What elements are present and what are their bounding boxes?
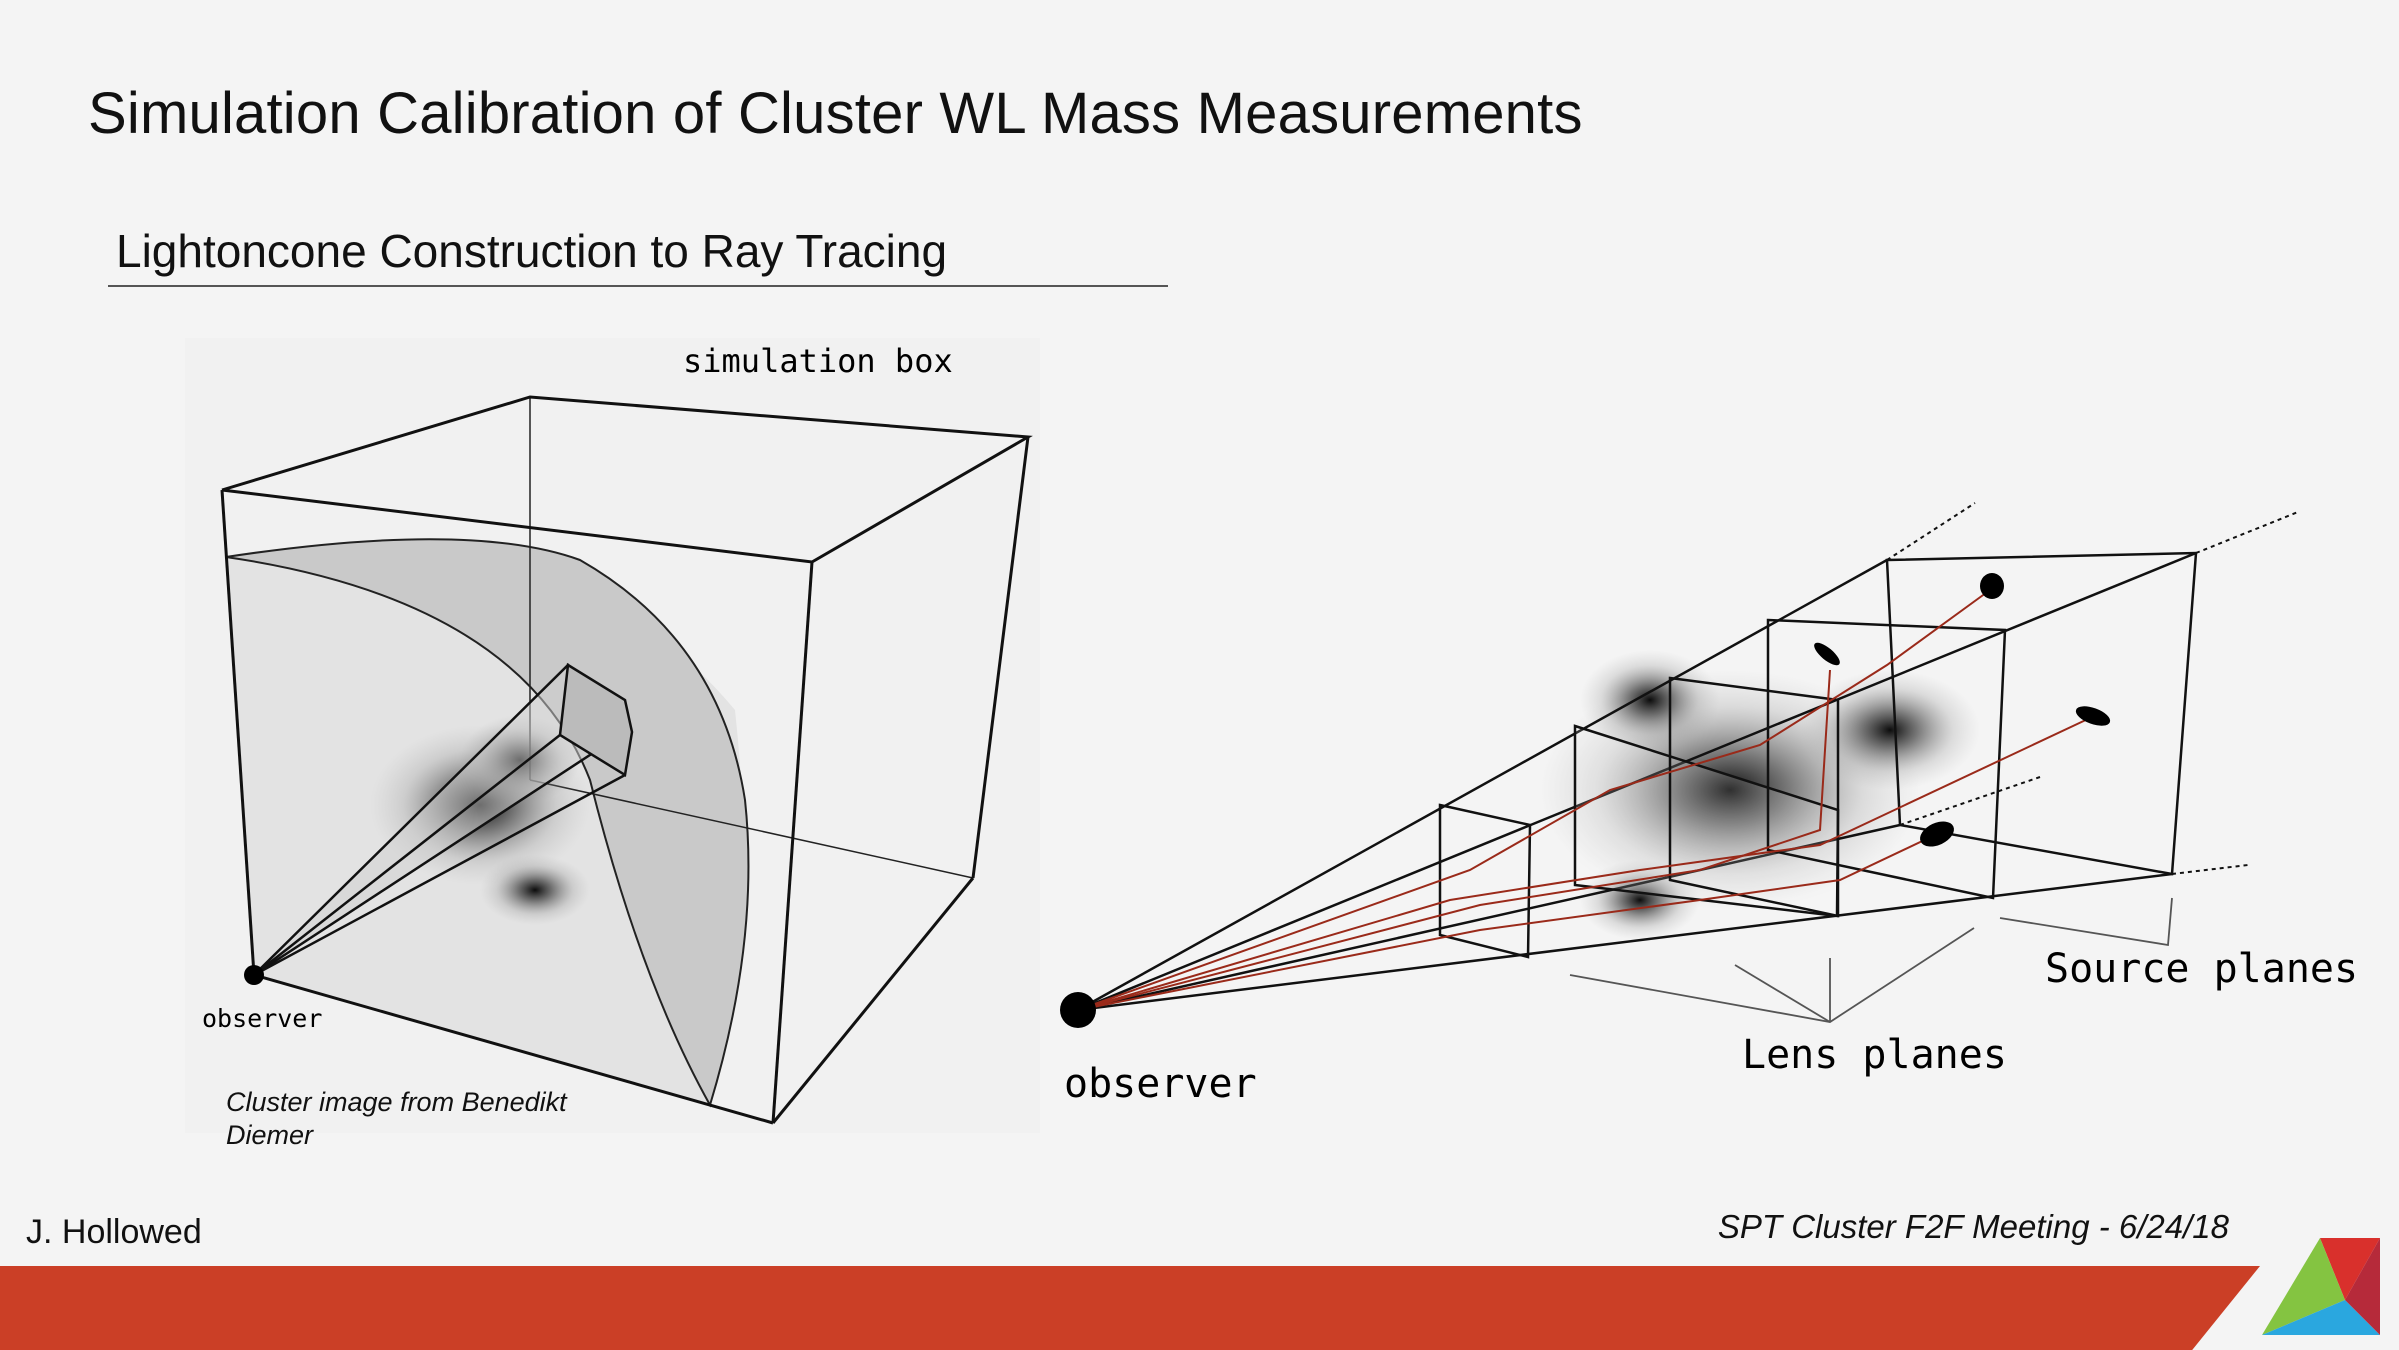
- source-galaxy: [1980, 573, 2004, 599]
- meeting-info: SPT Cluster F2F Meeting - 6/24/18: [1717, 1208, 2229, 1245]
- cone-edge: [1077, 823, 1901, 1012]
- left-observer-label: observer: [202, 1004, 322, 1033]
- source-galaxy: [2075, 706, 2111, 726]
- ray-tracing-diagram: observer Lens planes Source planes: [1060, 502, 2358, 1107]
- source-plane: [1885, 551, 2198, 876]
- lab-logo: [2262, 1238, 2380, 1335]
- lens-plane: [1668, 676, 1840, 918]
- box-edge: [253, 973, 774, 1125]
- observer-point: [244, 965, 264, 985]
- lens-planes-label: Lens planes: [1742, 1032, 2007, 1078]
- observer-point: [1060, 992, 1096, 1028]
- lens-plane: [1438, 803, 1532, 959]
- subtitle-underline: [108, 285, 1168, 287]
- simulation-box-diagram: simulation box observer: [185, 338, 1040, 1133]
- slide-subtitle: Lightoncone Construction to Ray Tracing: [116, 225, 948, 277]
- right-observer-label: observer: [1064, 1061, 1257, 1107]
- source-planes-label: Source planes: [2045, 946, 2358, 992]
- box-back-edge: [529, 779, 974, 879]
- box-edge: [971, 436, 1030, 879]
- source-bracket: [1999, 897, 2173, 947]
- lightcone-box-end: [558, 662, 634, 778]
- box-edge: [771, 877, 975, 1124]
- light-ray: [1077, 589, 1991, 1011]
- box-edge: [771, 561, 814, 1124]
- light-ray: [1077, 834, 1936, 1011]
- source-galaxy: [1814, 642, 1840, 666]
- author-name: J. Hollowed: [26, 1213, 202, 1251]
- light-ray: [1077, 669, 1831, 1011]
- cluster-image: [1800, 670, 1980, 790]
- cluster-image-credit: Cluster image from Benedikt Diemer: [226, 1087, 567, 1150]
- simulation-box-label: simulation box: [683, 342, 953, 380]
- box-edge: [220, 489, 256, 976]
- source-galaxy: [1920, 821, 1954, 847]
- cluster-image: [1580, 650, 1720, 750]
- slide-title: Simulation Calibration of Cluster WL Mas…: [88, 81, 1583, 146]
- footer-bar: [0, 1266, 2260, 1350]
- source-plane: [1766, 618, 2007, 900]
- light-ray: [1077, 717, 2091, 1011]
- cluster-image: [480, 855, 590, 925]
- cone-edge: [1077, 558, 1888, 1012]
